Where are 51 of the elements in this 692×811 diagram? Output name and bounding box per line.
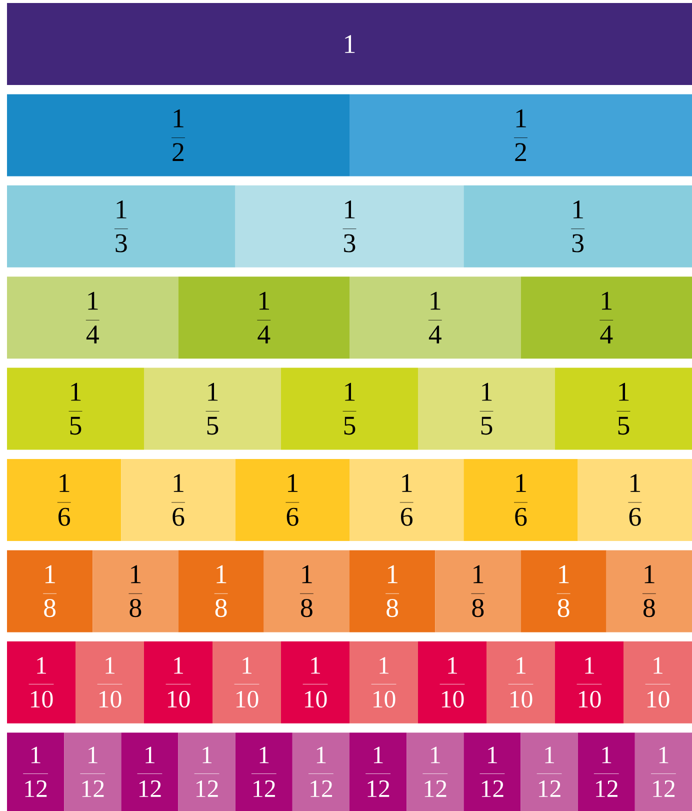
fraction-bar: $\frac{1}{10}$ (418, 641, 486, 724)
fraction-bar: $\frac{1}{12}$ (578, 732, 635, 811)
fraction-bar: $\frac{1}{8}$ (7, 550, 93, 632)
fraction-bar: $\frac{1}{6}$ (7, 459, 122, 541)
fraction-bar: $\frac{1}{12}$ (464, 732, 521, 811)
fraction-bar: $\frac{1}{8}$ (178, 550, 264, 632)
fraction-bar: $\frac{1}{5}$ (418, 368, 555, 450)
fraction-bar: $\frac{1}{10}$ (350, 641, 418, 724)
fraction-bar: $\frac{1}{12}$ (7, 732, 64, 811)
fraction-bar: $\frac{1}{6}$ (464, 459, 578, 541)
fraction-bar: $\frac{1}{6}$ (578, 459, 692, 541)
fraction-bar: $\frac{1}{12}$ (634, 732, 692, 811)
fraction-bar: $\frac{1}{6}$ (121, 459, 236, 541)
fraction-bar: $\frac{1}{12}$ (292, 732, 350, 811)
fraction-bar: $\frac{1}{5}$ (7, 368, 144, 450)
fraction-bar: $\frac{1}{4}$ (350, 276, 521, 359)
fraction-bar: $\frac{1}{10}$ (76, 641, 144, 724)
fraction-bar: $\frac{1}{10}$ (555, 641, 624, 724)
fraction-bar: $\frac{1}{10}$ (486, 641, 555, 724)
fraction-bar: $\frac{1}{10}$ (624, 641, 692, 724)
fraction-bar: $\frac{1}{4}$ (520, 276, 692, 359)
fraction-bar: $\frac{1}{2}$ (350, 94, 692, 176)
fraction-bar: $\frac{1}{5}$ (555, 368, 692, 450)
fraction-bar: $1$ (7, 3, 692, 85)
fraction-bar: $\frac{1}{3}$ (7, 185, 236, 268)
fraction-bar: $\frac{1}{8}$ (264, 550, 350, 632)
fraction-bar: $\frac{1}{10}$ (7, 641, 76, 724)
fraction-bar: $\frac{1}{12}$ (64, 732, 122, 811)
fraction-bar: $\frac{1}{12}$ (406, 732, 464, 811)
fraction-bar: $\frac{1}{3}$ (235, 185, 464, 268)
fraction-bar: $\frac{1}{8}$ (92, 550, 178, 632)
fraction-bar: $\frac{1}{4}$ (7, 276, 178, 359)
fraction-bar: $\frac{1}{8}$ (606, 550, 692, 632)
fraction-bar: $\frac{1}{10}$ (281, 641, 350, 724)
fraction-bar: $\frac{1}{12}$ (520, 732, 578, 811)
fraction-bar: $\frac{1}{4}$ (178, 276, 350, 359)
fraction-bar: $\frac{1}{10}$ (212, 641, 281, 724)
fraction-bar: $\frac{1}{12}$ (235, 732, 292, 811)
fraction-bar: $\frac{1}{5}$ (144, 368, 281, 450)
fraction-bar: $\frac{1}{8}$ (435, 550, 521, 632)
fraction-bar: $\frac{1}{5}$ (281, 368, 418, 450)
fraction-bar: $\frac{1}{12}$ (178, 732, 236, 811)
fraction-bar: $\frac{1}{10}$ (144, 641, 212, 724)
fraction-bar: $\frac{1}{8}$ (520, 550, 606, 632)
fraction-bar: $\frac{1}{8}$ (350, 550, 436, 632)
fraction-bar: $\frac{1}{3}$ (464, 185, 692, 268)
fraction-bar: $\frac{1}{2}$ (7, 94, 350, 176)
fraction-bar: $\frac{1}{12}$ (121, 732, 178, 811)
fraction-bar: $\frac{1}{12}$ (350, 732, 407, 811)
fraction-bar: $\frac{1}{6}$ (350, 459, 464, 541)
fraction-bar: $\frac{1}{6}$ (235, 459, 350, 541)
